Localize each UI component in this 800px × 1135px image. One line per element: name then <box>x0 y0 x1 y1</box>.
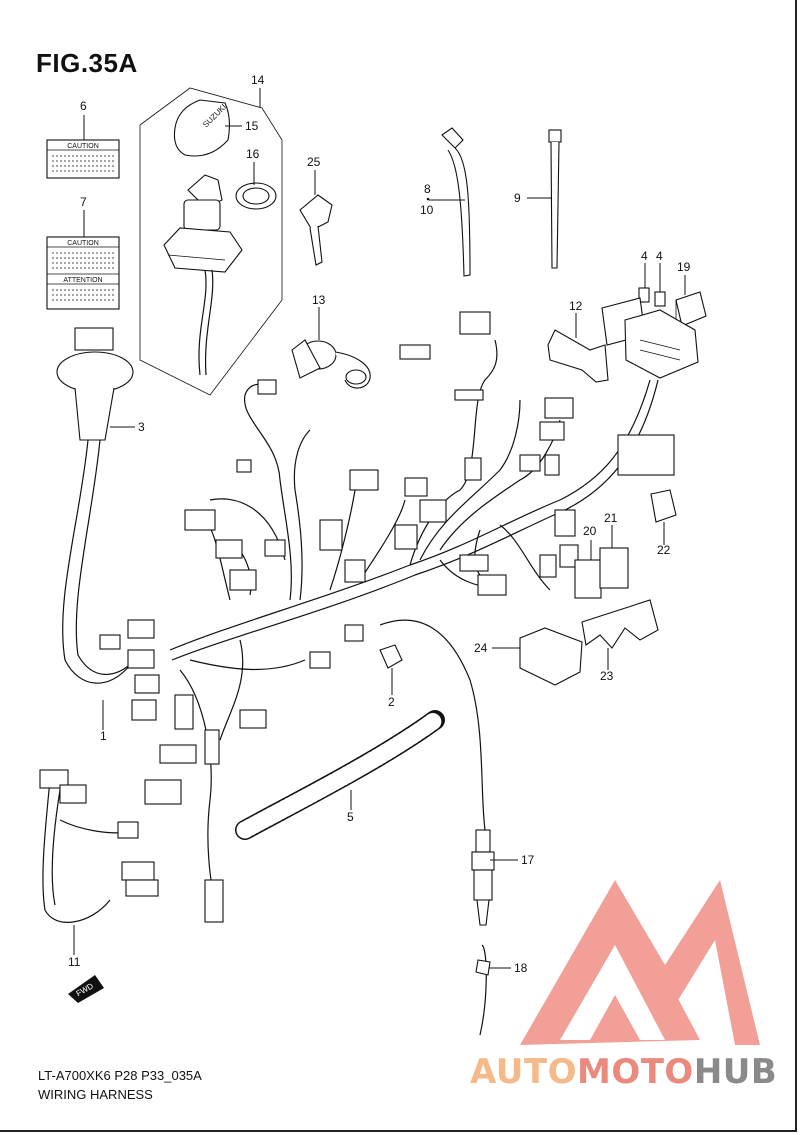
callout-12: 12 <box>569 299 583 313</box>
key-cap-15: SUZUKI <box>173 99 231 157</box>
callout-20: 20 <box>583 524 597 538</box>
fuse-4a <box>638 287 650 303</box>
callout-numbers: 1 2 3 4 4 5 6 7 8 10 9 11 12 13 14 15 16… <box>68 73 691 975</box>
bracket-23 <box>581 599 659 649</box>
watermark-part-moto: MOTO <box>576 1052 694 1092</box>
figure-name: WIRING HARNESS <box>38 1087 153 1102</box>
ignition-key-25 <box>299 194 333 266</box>
callout-15: 15 <box>245 119 259 133</box>
cable-tie-8-10 <box>441 127 471 277</box>
callout-leaders <box>73 88 686 969</box>
watermark-logo <box>520 880 760 1045</box>
connectors <box>99 311 675 923</box>
callout-4b: 4 <box>656 249 663 263</box>
fuse-box <box>601 297 699 379</box>
callout-8: 8 <box>424 182 431 196</box>
callout-24: 24 <box>474 641 488 655</box>
connector-22 <box>650 489 677 523</box>
harness-3 <box>56 327 136 684</box>
callout-6: 6 <box>80 99 87 113</box>
callout-18: 18 <box>514 961 528 975</box>
figure-title: FIG.35A <box>36 48 138 78</box>
attention-label-text: ATTENTION <box>63 277 102 284</box>
callout-21: 21 <box>604 511 618 525</box>
main-harness-1 <box>169 339 659 896</box>
callout-23: 23 <box>600 669 614 683</box>
relay-19 <box>675 291 707 327</box>
callout-16: 16 <box>246 147 260 161</box>
connector-2 <box>379 644 403 669</box>
relay-20 <box>574 559 602 599</box>
watermark-part-hub: HUB <box>693 1052 778 1092</box>
callout-1: 1 <box>100 729 107 743</box>
harness-11 <box>39 769 159 923</box>
bracket-12 <box>547 329 609 383</box>
watermark-part-auto: AUTO <box>470 1052 577 1092</box>
callout-7: 7 <box>80 195 87 209</box>
callout-11: 11 <box>68 955 81 969</box>
fuse-4b <box>654 291 666 307</box>
callout-13: 13 <box>312 293 326 307</box>
callout-5: 5 <box>347 810 354 824</box>
callout-19: 19 <box>677 260 691 274</box>
callout-9: 9 <box>514 191 521 205</box>
forward-arrow: FWD <box>68 975 104 1003</box>
caution-attention-label-7: CAUTION ATTENTION <box>46 236 120 310</box>
callout-2: 2 <box>388 695 395 709</box>
callout-14: 14 <box>251 73 265 87</box>
callout-22: 22 <box>657 543 671 557</box>
watermark-text: AUTOMOTOHUB <box>470 1052 777 1092</box>
caution-label-small-text: CAUTION <box>67 143 99 150</box>
relay-21 <box>599 547 629 589</box>
ignition-switch-group-14: SUZUKI <box>139 87 283 396</box>
accessory-socket-13 <box>291 339 371 389</box>
sensor-17 <box>471 829 495 926</box>
caution-label-large-text: CAUTION <box>67 240 99 247</box>
callout-3: 3 <box>138 420 145 434</box>
callout-17: 17 <box>521 853 535 867</box>
callout-4a: 4 <box>641 249 648 263</box>
model-code: LT-A700XK6 P28 P33_035A <box>38 1068 202 1083</box>
cable-tie-9 <box>548 129 562 269</box>
corrugated-tube-5 <box>235 710 445 840</box>
clip-18 <box>475 944 491 1036</box>
callout-25: 25 <box>307 155 321 169</box>
caution-label-6: CAUTION <box>46 139 120 179</box>
module-24 <box>519 627 583 686</box>
callout-10: 10 <box>420 203 434 217</box>
